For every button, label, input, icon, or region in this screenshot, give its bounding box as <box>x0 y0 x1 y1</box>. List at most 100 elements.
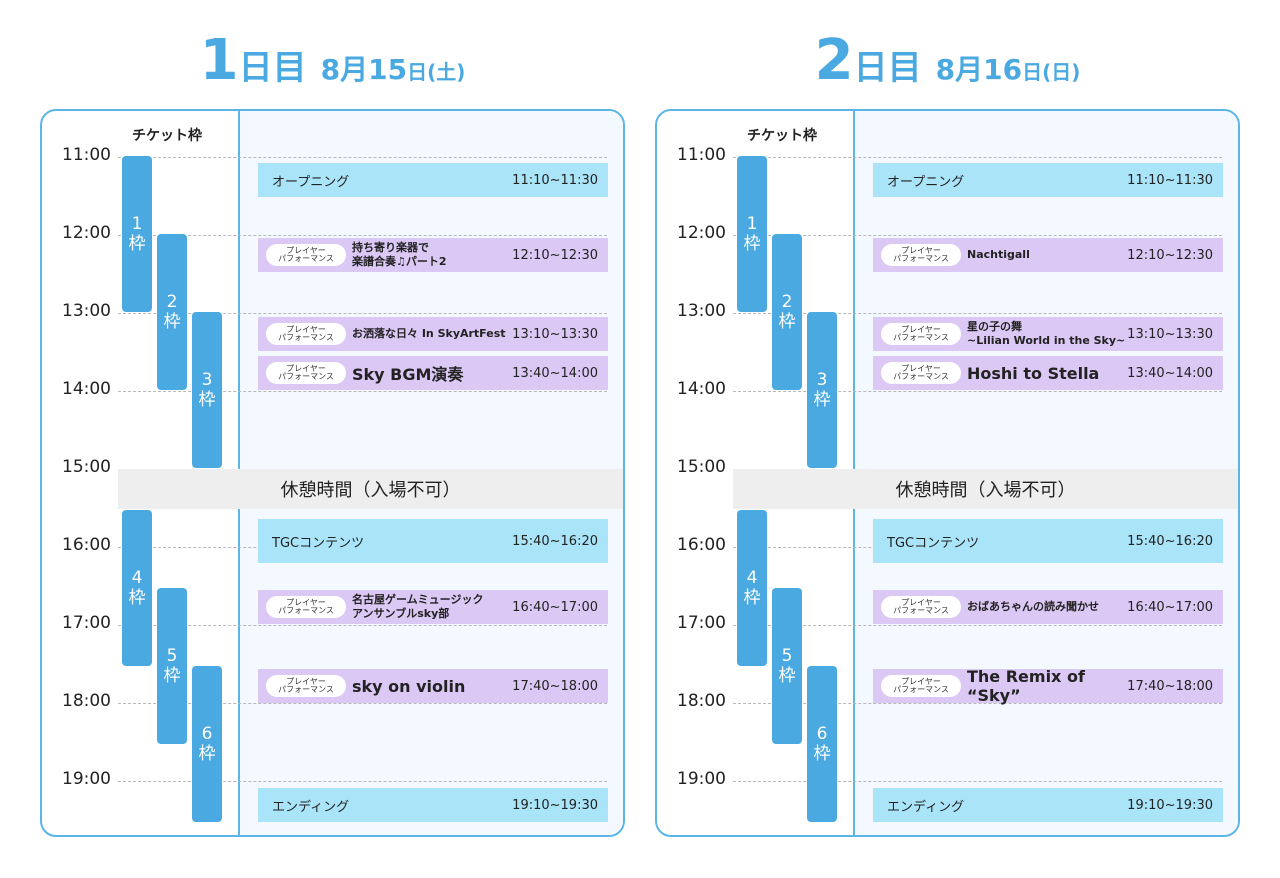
program-title: オープニング <box>887 174 965 190</box>
program-performance: プレイヤーパフォーマンス The Remix of “Sky” 17:40~18… <box>873 667 1223 705</box>
program-performance: プレイヤーパフォーマンス Sky BGM演奏 13:40~14:00 <box>258 356 608 390</box>
time-label: 14:00 <box>677 379 726 399</box>
day-number: 2 <box>814 28 854 93</box>
program-time: 16:40~17:00 <box>1127 599 1213 615</box>
time-label: 15:00 <box>677 457 726 477</box>
program-time: 12:10~12:30 <box>1127 247 1213 263</box>
program-performance: プレイヤーパフォーマンス sky on violin 17:40~18:00 <box>258 669 608 703</box>
program-performance: プレイヤーパフォーマンス お洒落な日々 In SkyArtFest 13:10~… <box>258 317 608 351</box>
ticket-slot-number: 2 <box>781 291 793 312</box>
time-label: 12:00 <box>62 223 111 243</box>
ticket-slot-number: 6 <box>201 723 213 744</box>
program-title: TGCコンテンツ <box>887 535 980 551</box>
program-title: おばあちゃんの読み聞かせ <box>967 599 1099 613</box>
program-title: 名古屋ゲームミュージックアンサンブルsky部 <box>352 592 484 620</box>
program-time: 12:10~12:30 <box>512 247 598 263</box>
ticket-slot-number: 1 <box>746 213 758 234</box>
hour-gridline <box>118 781 607 782</box>
day-number: 1 <box>199 28 239 93</box>
performer-pill: プレイヤーパフォーマンス <box>266 244 346 266</box>
time-label: 16:00 <box>62 535 111 555</box>
day-unit: 日目 <box>238 48 307 88</box>
hour-gridline <box>733 313 1222 314</box>
program-title: Nachtigall <box>967 247 1030 261</box>
program-title: Hoshi to Stella <box>967 363 1100 383</box>
program-time: 11:10~11:30 <box>512 172 598 188</box>
ticket-slot-unit: 枠 <box>163 666 181 686</box>
hour-gridline <box>118 625 607 626</box>
program-time: 19:10~19:30 <box>512 797 598 813</box>
time-label: 19:00 <box>677 769 726 789</box>
time-label: 14:00 <box>62 379 111 399</box>
program-title: Sky BGM演奏 <box>352 365 464 384</box>
ticket-slot-unit: 枠 <box>198 744 216 764</box>
ticket-slot-number: 5 <box>781 645 793 666</box>
program-time: 16:40~17:00 <box>512 599 598 615</box>
break-band: 休憩時間（入場不可） <box>733 469 1238 509</box>
hour-gridline <box>733 235 1222 236</box>
hour-gridline <box>733 391 1222 392</box>
time-label: 19:00 <box>62 769 111 789</box>
performer-pill: プレイヤーパフォーマンス <box>881 244 961 266</box>
ticket-slot-unit: 枠 <box>813 390 831 410</box>
time-label: 17:00 <box>62 613 111 633</box>
program-performance: プレイヤーパフォーマンス 持ち寄り楽器で楽譜合奏♫パート2 12:10~12:3… <box>258 238 608 272</box>
program-ending: エンディング 19:10~19:30 <box>258 788 608 822</box>
hour-gridline <box>118 703 607 704</box>
ticket-slot-number: 3 <box>201 369 213 390</box>
performer-pill: プレイヤーパフォーマンス <box>266 596 346 618</box>
time-label: 18:00 <box>677 691 726 711</box>
program-opening: オープニング 11:10~11:30 <box>873 163 1223 197</box>
hour-gridline <box>733 703 1222 704</box>
program-time: 15:40~16:20 <box>512 533 598 549</box>
program-time: 15:40~16:20 <box>1127 533 1213 549</box>
time-label: 11:00 <box>62 145 111 165</box>
ticket-slot-unit: 枠 <box>198 390 216 410</box>
time-label: 16:00 <box>677 535 726 555</box>
performer-pill: プレイヤーパフォーマンス <box>266 675 346 697</box>
hour-gridline <box>118 391 607 392</box>
schedule-panel: チケット枠 11:00 12:00 13:00 14:00 15:00 16:0… <box>655 109 1240 837</box>
hour-gridline <box>118 235 607 236</box>
ticket-slot-header: チケット枠 <box>747 128 817 144</box>
weekday: (日) <box>1042 60 1081 84</box>
schedule-panel: チケット枠 11:00 12:00 13:00 14:00 15:00 16:0… <box>40 109 625 837</box>
ticket-slot-number: 1 <box>131 213 143 234</box>
hour-gridline <box>733 625 1222 626</box>
ticket-slot-unit: 枠 <box>128 234 146 254</box>
performer-pill: プレイヤーパフォーマンス <box>881 596 961 618</box>
time-label: 13:00 <box>677 301 726 321</box>
performer-pill: プレイヤーパフォーマンス <box>881 323 961 345</box>
ticket-slot-number: 4 <box>746 567 758 588</box>
time-label: 13:00 <box>62 301 111 321</box>
program-performance: プレイヤーパフォーマンス Nachtigall 12:10~12:30 <box>873 238 1223 272</box>
ticket-slot-header: チケット枠 <box>132 128 202 144</box>
performer-pill: プレイヤーパフォーマンス <box>881 675 961 697</box>
hour-gridline <box>733 157 1222 158</box>
ticket-slot-unit: 枠 <box>778 312 796 332</box>
performer-pill: プレイヤーパフォーマンス <box>266 323 346 345</box>
date-unit: 日 <box>1022 60 1043 84</box>
program-title: 持ち寄り楽器で楽譜合奏♫パート2 <box>352 240 447 268</box>
program-time: 17:40~18:00 <box>1127 678 1213 694</box>
program-performance: プレイヤーパフォーマンス おばあちゃんの読み聞かせ 16:40~17:00 <box>873 590 1223 624</box>
program-time: 19:10~19:30 <box>1127 797 1213 813</box>
hour-gridline <box>118 313 607 314</box>
ticket-slot-number: 5 <box>166 645 178 666</box>
program-time: 13:40~14:00 <box>1127 365 1213 381</box>
time-label: 17:00 <box>677 613 726 633</box>
weekday: (土) <box>427 60 466 84</box>
date-number: 8月16 <box>935 53 1023 86</box>
program-opening: オープニング 11:10~11:30 <box>258 163 608 197</box>
